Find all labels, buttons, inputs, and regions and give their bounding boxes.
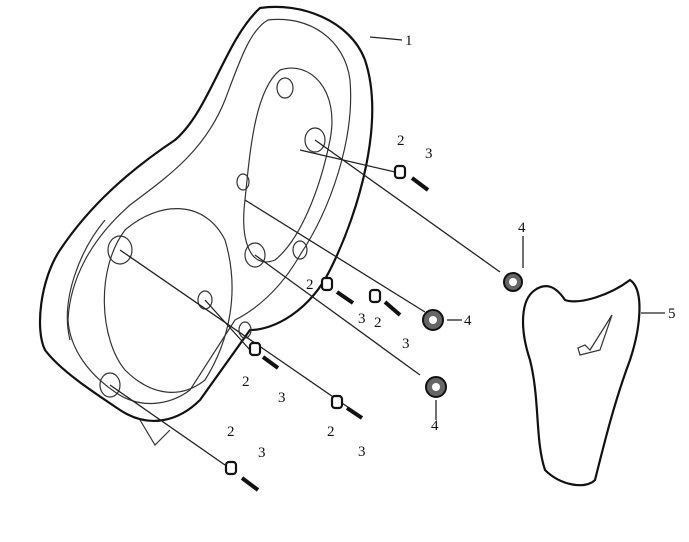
callout-labels: 1 2 3 4 4 5 2 3 2 3 2 3 4 2 3 2 3: [227, 33, 676, 461]
callout-3: 3: [278, 390, 286, 406]
callout-5: 5: [668, 306, 676, 322]
callout-1: 1: [405, 33, 413, 49]
callout-3: 3: [425, 146, 433, 162]
callout-2: 2: [397, 133, 405, 149]
callout-4: 4: [431, 418, 439, 434]
callout-2: 2: [306, 277, 314, 293]
leader-lines: [109, 36, 665, 466]
callout-2: 2: [227, 424, 235, 440]
side-cover-plate: [521, 278, 641, 487]
callout-3: 3: [358, 444, 366, 460]
callout-2: 2: [327, 424, 335, 440]
fasteners: [224, 164, 523, 492]
crankcase-cover: [38, 5, 374, 446]
callout-3: 3: [358, 311, 366, 327]
callout-3: 3: [402, 336, 410, 352]
callout-3: 3: [258, 445, 266, 461]
callout-4: 4: [518, 220, 526, 236]
callout-4: 4: [464, 313, 472, 329]
callout-2: 2: [242, 374, 250, 390]
callout-2: 2: [374, 315, 382, 331]
